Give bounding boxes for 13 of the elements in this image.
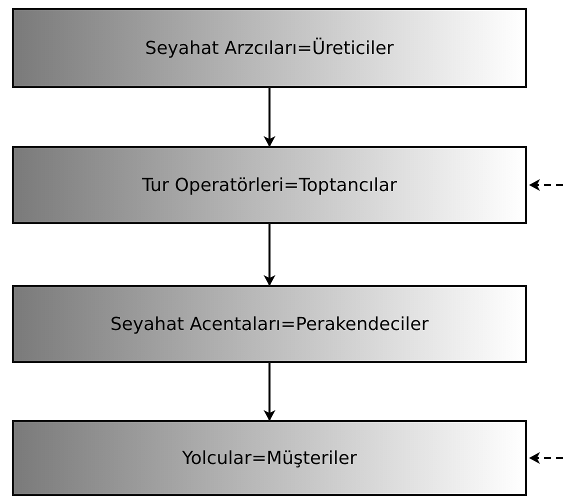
dashed-arrow	[529, 452, 563, 464]
box-label: Seyahat Acentaları=Perakendeciler	[110, 314, 429, 334]
process-box	[12, 146, 527, 224]
arrow	[264, 88, 276, 147]
arrow	[264, 363, 276, 421]
process-box	[12, 8, 527, 88]
process-box	[12, 420, 527, 496]
arrow	[264, 224, 276, 286]
dashed-arrow	[529, 179, 563, 191]
box-label: Tur Operatörleri=Toptancılar	[142, 174, 398, 196]
box-label: Yolcular=Müşteriler	[182, 448, 357, 468]
box-label: Seyahat Arzcıları=Üreticiler	[145, 38, 394, 58]
process-box	[12, 285, 527, 363]
